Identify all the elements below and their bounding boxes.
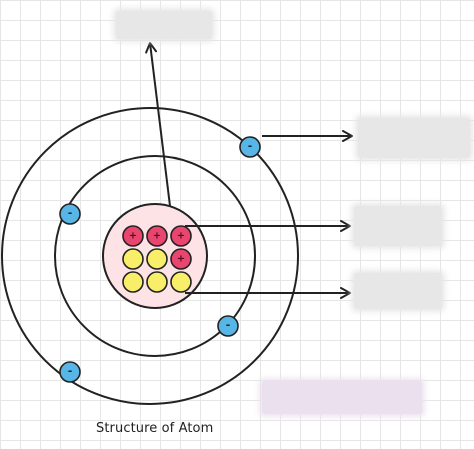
neutron bbox=[170, 271, 192, 293]
neutron bbox=[146, 271, 168, 293]
diagram-caption: Structure of Atom bbox=[96, 421, 214, 436]
proton bbox=[122, 225, 144, 247]
electron-sign: - bbox=[68, 207, 73, 220]
electron-sign: - bbox=[68, 365, 73, 378]
proton bbox=[146, 225, 168, 247]
electron bbox=[239, 136, 261, 158]
electrons: - - - - bbox=[59, 136, 261, 383]
hidden-label-top[interactable] bbox=[116, 11, 212, 39]
nucleons: + + + + bbox=[122, 225, 192, 293]
arrow-to-top-label bbox=[145, 42, 171, 207]
proton-sign: + bbox=[177, 231, 185, 242]
neutron bbox=[122, 271, 144, 293]
electron-sign: - bbox=[226, 319, 231, 332]
electron bbox=[59, 361, 81, 383]
proton bbox=[170, 248, 192, 270]
hidden-label-right-3[interactable] bbox=[354, 273, 442, 309]
electron bbox=[217, 315, 239, 337]
neutron bbox=[122, 248, 144, 270]
proton-sign: + bbox=[177, 254, 185, 265]
hidden-label-bottom[interactable] bbox=[262, 381, 422, 414]
orbit-middle bbox=[54, 155, 256, 357]
neutron bbox=[146, 248, 168, 270]
proton bbox=[170, 225, 192, 247]
proton-sign: + bbox=[153, 231, 161, 242]
electron bbox=[59, 203, 81, 225]
proton-sign: + bbox=[129, 231, 137, 242]
orbit-outer bbox=[1, 107, 299, 405]
hidden-label-right-1[interactable] bbox=[358, 118, 470, 158]
hidden-label-right-2[interactable] bbox=[354, 206, 442, 246]
electron-sign: - bbox=[248, 140, 253, 153]
